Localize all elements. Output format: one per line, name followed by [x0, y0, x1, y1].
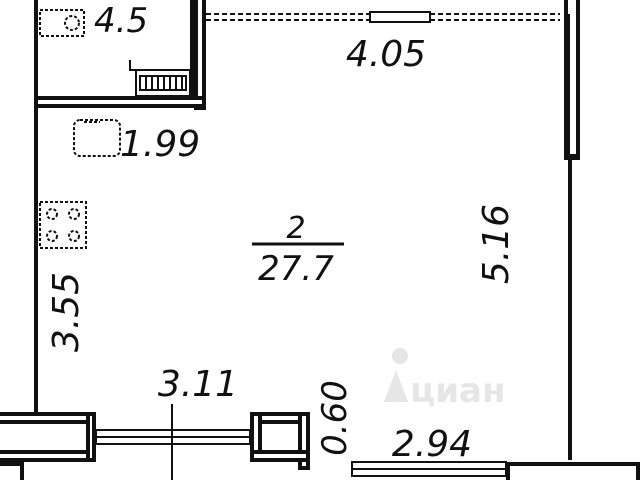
watermark: циан [384, 348, 505, 411]
dimension-bottom-right: 2.94 [392, 424, 472, 465]
watermark-text: циан [410, 371, 505, 411]
room-label: 2 27.7 [252, 211, 344, 289]
windows [95, 404, 507, 480]
bathroom-vent [129, 60, 191, 97]
dimension-labels: 4.05 4.5 1.99 5.16 3.55 3.11 2.94 0.60 [46, 1, 517, 465]
watermark-logo-mark [384, 370, 408, 402]
room-area: 27.7 [258, 249, 334, 289]
right-wall-lower [568, 160, 572, 460]
stove-fixture [39, 201, 87, 249]
fixtures [39, 9, 121, 249]
left-wall [34, 108, 38, 414]
dimension-niche: 0.60 [315, 380, 355, 456]
dimension-bathroom-depth: 1.99 [120, 124, 200, 165]
sink-fixture [73, 119, 121, 157]
dimension-right-height: 5.16 [476, 204, 517, 284]
bathroom-left-wall [34, 0, 38, 96]
dimension-left-height: 3.55 [46, 272, 87, 352]
dimension-top-width: 4.05 [346, 34, 426, 75]
bathroom-fixture [39, 9, 85, 37]
room-number: 2 [286, 211, 305, 246]
bathroom-inner-right [190, 0, 194, 96]
watermark-logo-dot [392, 348, 408, 364]
dimension-bathroom: 4.5 [94, 1, 148, 41]
dimension-bottom-left: 3.11 [158, 364, 238, 405]
top-opening [206, 11, 560, 23]
